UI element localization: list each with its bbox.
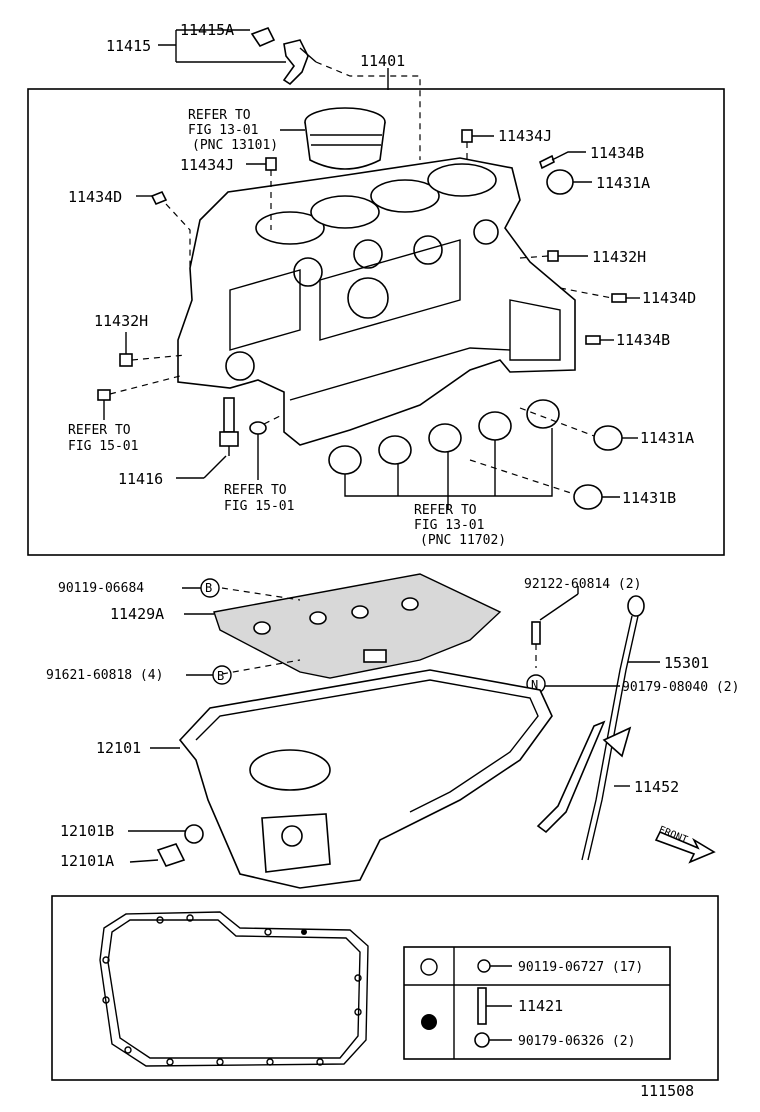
label-11415: 11415 [106,37,151,55]
legend-key-table [403,946,671,1060]
label-11432H-left: 11432H [94,312,148,330]
engine-block-frame [27,88,725,556]
refer-note-4-line2: FIG 13-01 [414,518,484,533]
refer-note-1-line3: (PNC 13101) [192,138,278,153]
stud-part [531,621,541,645]
drain-gasket-part [184,824,204,844]
label-12101A: 12101A [60,852,114,870]
label-11434J-left: 11434J [180,156,234,174]
label-11431A-bottom: 11431A [640,429,694,447]
label-90179-08040: 90179-08040 (2) [622,680,739,695]
dipstick-guide-part [536,720,632,834]
circle-N-letter: N [531,678,538,692]
label-11431A-top: 11431A [596,174,650,192]
plug-11434J-left [265,157,277,171]
plug-11431A-top [546,169,574,195]
crank-bearings-part [328,399,560,475]
key-11421: 11421 [518,997,563,1015]
refer-note-2-line2: FIG 15-01 [68,439,138,454]
key-90179-06326: 90179-06326 (2) [518,1034,635,1049]
label-11401: 11401 [360,52,405,70]
gasket-legend-frame [51,895,719,1081]
refer-note-1-line2: FIG 13-01 [188,123,258,138]
plug-11434J-top [461,129,473,143]
label-90119-06684: 90119-06684 [58,581,144,596]
plug-refer-left [97,389,111,401]
oil-pan-part [178,669,553,889]
refer-note-3-line1: REFER TO [224,483,287,498]
plug-11434B-top [539,154,555,170]
label-11429A: 11429A [110,605,164,623]
key-90119-06727: 90119-06727 (17) [518,960,643,975]
refer-note-3-line2: FIG 15-01 [224,499,294,514]
label-11416: 11416 [118,470,163,488]
refer-note-4-line3: (PNC 11702) [420,533,506,548]
plug-11434B-right [585,335,601,345]
label-11431B: 11431B [622,489,676,507]
label-91621-60818: 91621-60818 (4) [46,668,163,683]
label-12101: 12101 [96,739,141,757]
label-11434B-top: 11434B [590,144,644,162]
label-11434J-top: 11434J [498,127,552,145]
front-arrow-icon [654,830,716,864]
dipstick-part [581,595,645,861]
label-11452: 11452 [634,778,679,796]
refer-note-1-line1: REFER TO [188,108,251,123]
label-11434B-right: 11434B [616,331,670,349]
circle-B-top-letter: B [205,581,212,595]
oil-baffle-plate-part [213,573,502,679]
label-92122-60814: 92122-60814 (2) [524,577,641,592]
diagram-number: 111508 [640,1082,694,1100]
refer-note-4-line1: REFER TO [414,503,477,518]
plug-11431A-bottom [593,425,623,451]
label-11434D-right: 11434D [642,289,696,307]
piston-part [304,107,386,170]
plug-11432H-right [547,250,559,262]
plug-refer-middle [249,421,267,435]
label-11434D-left: 11434D [68,188,122,206]
label-15301: 15301 [664,654,709,672]
oil-jet-part [219,397,239,456]
drain-plug-part [156,843,186,867]
circle-B-bottom-letter: B [217,669,224,683]
label-12101B: 12101B [60,822,114,840]
plug-11434D-right [611,293,627,303]
plug-11434D-left [150,190,168,206]
cylinder-block-part [177,157,576,446]
label-11432H-right: 11432H [592,248,646,266]
label-11415A: 11415A [180,21,234,39]
plug-11431B [573,484,603,510]
refer-note-2-line1: REFER TO [68,423,131,438]
oil-pressure-switch-part [250,26,317,86]
open-circle-icon [420,958,438,976]
plug-11432H-left [119,353,133,367]
filled-circle-icon [421,1014,437,1030]
oil-pan-gasket-part [99,911,369,1067]
